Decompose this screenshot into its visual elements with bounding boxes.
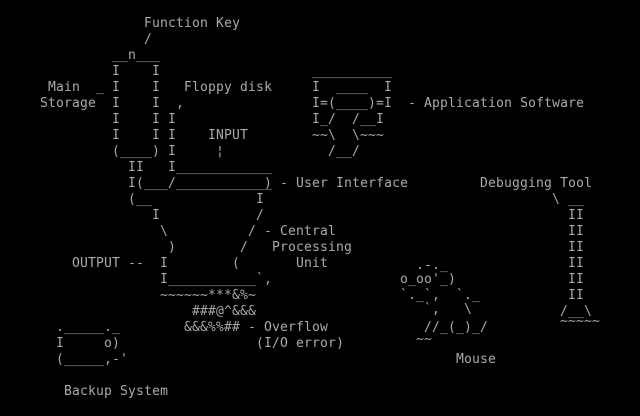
debug-art: II: [568, 256, 585, 271]
main-label: Main: [48, 80, 81, 95]
app-art: __________: [312, 64, 393, 79]
ui-art: I(___/____________: [128, 176, 273, 191]
debug-art: II: [568, 224, 585, 239]
debugging-tool-label: Debugging Tool: [480, 176, 593, 191]
mouse-art: .-._: [416, 258, 449, 273]
debug-art: ~~~~~: [560, 314, 601, 329]
debug-art: II: [568, 288, 585, 303]
unit-label: Unit: [296, 256, 329, 271]
central-label: - Central: [264, 224, 337, 239]
mouse-art: //_(_)_/: [424, 320, 489, 335]
app-art: ~~\ \~~~: [312, 128, 385, 143]
cpu-art: I: [160, 256, 169, 271]
keyboard-art: I I I: [112, 112, 177, 127]
cpu-art: ~~~~~~***&%~: [160, 288, 257, 303]
cpu-art: /: [256, 208, 265, 223]
floppy-disk-label: Floppy disk: [184, 80, 273, 95]
backup-system-label: Backup System: [64, 384, 169, 399]
overflow-label: - Overflow: [248, 320, 329, 335]
backup-art: (_____,-': [56, 352, 129, 367]
app-art: /__/: [328, 144, 361, 159]
debug-art: /__\: [560, 304, 593, 319]
keyboard-art-top: __n___: [112, 48, 161, 63]
function-key-pointer: /: [144, 32, 153, 47]
keyboard-art: I I: [112, 64, 161, 79]
storage-label: Storage: [40, 96, 97, 111]
backup-art: ._____._: [56, 320, 121, 335]
app-art: I ____ I: [312, 80, 393, 95]
mouse-art: `._`, `._: [400, 288, 481, 303]
overflow-art: ###@^&&&: [192, 304, 257, 319]
keyboard-art-bottom: (____) I: [112, 144, 177, 159]
keyboard-art: _ I I: [96, 80, 161, 95]
app-art: I=(____)=I: [312, 96, 393, 111]
cpu-art: \: [160, 224, 169, 239]
ui-art: I____________: [168, 160, 273, 175]
input-arrow: ¦: [216, 144, 225, 159]
debug-art: II: [568, 240, 585, 255]
mouse-art: `, \: [424, 302, 473, 317]
debug-art: \ __: [552, 192, 585, 207]
cpu-art: (: [232, 256, 241, 271]
io-error-label: (I/O error): [256, 336, 345, 351]
keyboard-art: I I I: [112, 128, 177, 143]
debug-art: II: [568, 208, 585, 223]
mouse-art: o_oo'_): [400, 272, 457, 287]
overflow-art: &&&%%##: [184, 320, 241, 335]
function-key-label: Function Key: [144, 16, 241, 31]
cpu-art: ): [168, 240, 177, 255]
input-label: INPUT: [208, 128, 249, 143]
output-label: OUTPUT --: [72, 256, 145, 271]
keyboard-art: I I ,: [112, 96, 185, 111]
cpu-art: /: [248, 224, 257, 239]
mouse-art: ~~: [416, 332, 433, 347]
ui-art: I: [256, 192, 265, 207]
cpu-art: /: [240, 240, 249, 255]
app-art: I_/ /__I: [312, 112, 385, 127]
backup-art: I o): [56, 336, 121, 351]
cpu-art: I___________`,: [160, 272, 273, 287]
application-software-label: - Application Software: [408, 96, 585, 111]
processing-label: Processing: [272, 240, 353, 255]
ui-art: II: [128, 160, 145, 175]
cpu-art: I: [152, 208, 161, 223]
mouse-label: Mouse: [456, 352, 497, 367]
user-interface-label: ) - User Interface: [264, 176, 409, 191]
ui-art: (__: [128, 192, 153, 207]
debug-art: II: [568, 272, 585, 287]
